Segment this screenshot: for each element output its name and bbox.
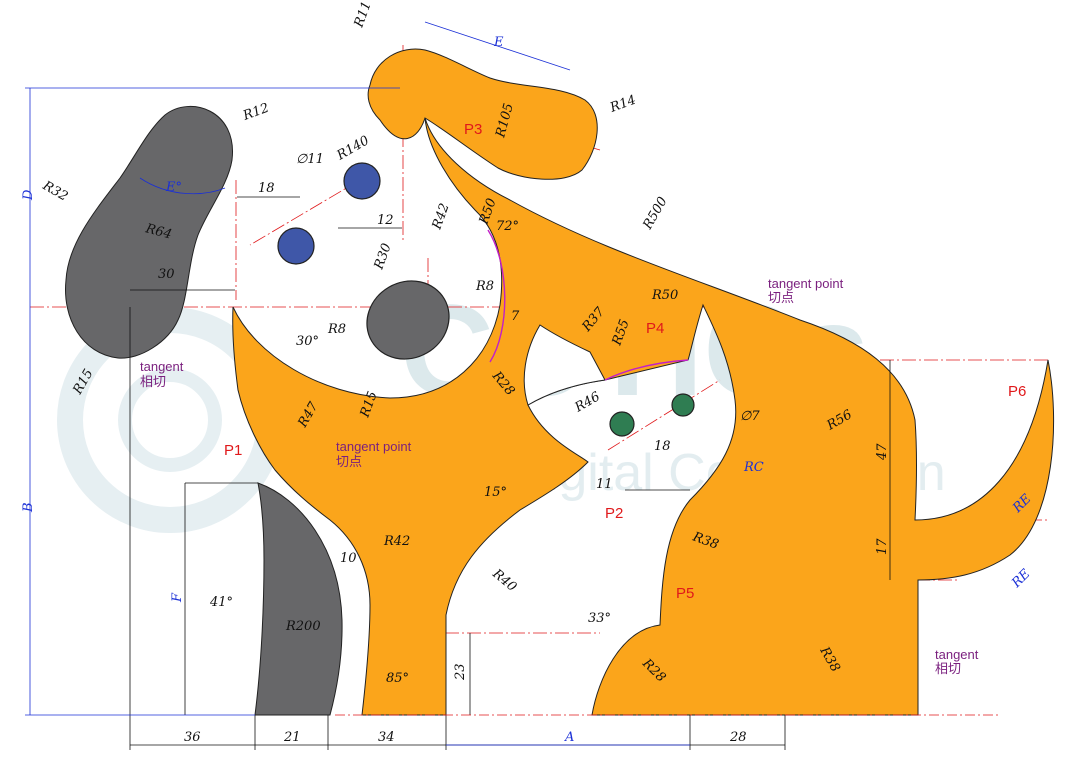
- note-tangent-point-top: tangent point: [768, 276, 844, 291]
- var-a: A: [564, 730, 574, 745]
- svg-text:R140: R140: [334, 133, 372, 164]
- svg-text:18: 18: [654, 439, 671, 454]
- svg-text:11: 11: [596, 477, 613, 492]
- var-rc: RC: [743, 460, 764, 475]
- svg-text:R11: R11: [351, 0, 374, 30]
- svg-text:R64: R64: [143, 221, 173, 243]
- svg-text:34: 34: [378, 730, 395, 745]
- holes: [277, 162, 695, 437]
- svg-text:47: 47: [875, 443, 890, 461]
- point-label-p2: P2: [605, 505, 623, 522]
- var-re-2: RE: [1009, 566, 1034, 591]
- svg-text:R12: R12: [240, 101, 271, 124]
- hole-upper: [343, 162, 381, 200]
- ear-shape: [64, 106, 233, 359]
- var-e: E: [493, 35, 504, 50]
- dog-head: [367, 48, 598, 180]
- svg-text:R200: R200: [285, 619, 321, 634]
- note-tangent-right-cn: 相切: [935, 661, 961, 676]
- hole-oval: [366, 280, 450, 360]
- svg-text:41°: 41°: [209, 595, 233, 610]
- point-label-p3: P3: [464, 121, 482, 138]
- svg-text:18: 18: [258, 181, 275, 196]
- var-f: F: [170, 592, 185, 603]
- svg-text:∅11: ∅11: [296, 152, 324, 167]
- note-tangent-right: tangent: [935, 647, 979, 662]
- note-tangent-point-mid: tangent point: [336, 439, 412, 454]
- svg-text:33°: 33°: [588, 611, 611, 626]
- svg-text:85°: 85°: [386, 671, 409, 686]
- svg-text:R40: R40: [489, 566, 520, 595]
- var-d: D: [21, 189, 36, 201]
- hole-small-a: [609, 411, 635, 437]
- svg-text:23: 23: [453, 663, 468, 681]
- note-tangent-left-cn: 相切: [140, 374, 166, 389]
- note-tangent-point-mid-cn: 切点: [336, 454, 362, 469]
- svg-text:R42: R42: [383, 534, 410, 549]
- point-label-p4: P4: [646, 320, 664, 337]
- hole-left: [277, 227, 315, 265]
- svg-text:12: 12: [377, 213, 394, 228]
- note-tangent-left: tangent: [140, 359, 184, 374]
- svg-text:30: 30: [158, 267, 175, 282]
- inner-cutout-gap: [523, 324, 606, 406]
- blue-dimension-lines: [25, 21, 690, 746]
- hole-small-b: [671, 393, 695, 417]
- point-label-p6: P6: [1008, 383, 1026, 400]
- orange-body: [232, 48, 1055, 716]
- point-label-p5: P5: [676, 585, 694, 602]
- note-tangent-point-top-cn: 切点: [768, 290, 794, 305]
- svg-text:R14: R14: [607, 93, 638, 116]
- var-b: B: [21, 502, 36, 513]
- svg-text:21: 21: [283, 730, 301, 745]
- leg-shape: [254, 482, 343, 716]
- svg-text:R42: R42: [429, 201, 452, 232]
- dark-parts: [64, 106, 343, 716]
- svg-text:7: 7: [511, 309, 520, 324]
- tangent-arcs: [487, 229, 689, 381]
- var-e-deg: E°: [165, 180, 182, 195]
- svg-text:R500: R500: [640, 195, 671, 233]
- point-label-p1: P1: [224, 442, 242, 459]
- svg-text:72°: 72°: [496, 219, 519, 234]
- svg-text:∅7: ∅7: [740, 409, 760, 424]
- svg-text:R8: R8: [475, 279, 494, 294]
- svg-text:28: 28: [729, 730, 747, 745]
- svg-text:17: 17: [875, 538, 890, 555]
- svg-text:R32: R32: [39, 178, 70, 205]
- svg-text:15°: 15°: [484, 485, 507, 500]
- svg-text:R8: R8: [327, 322, 346, 337]
- svg-text:R50: R50: [651, 288, 678, 303]
- svg-text:30°: 30°: [296, 334, 319, 349]
- svg-text:36: 36: [184, 730, 201, 745]
- svg-text:10: 10: [340, 551, 357, 566]
